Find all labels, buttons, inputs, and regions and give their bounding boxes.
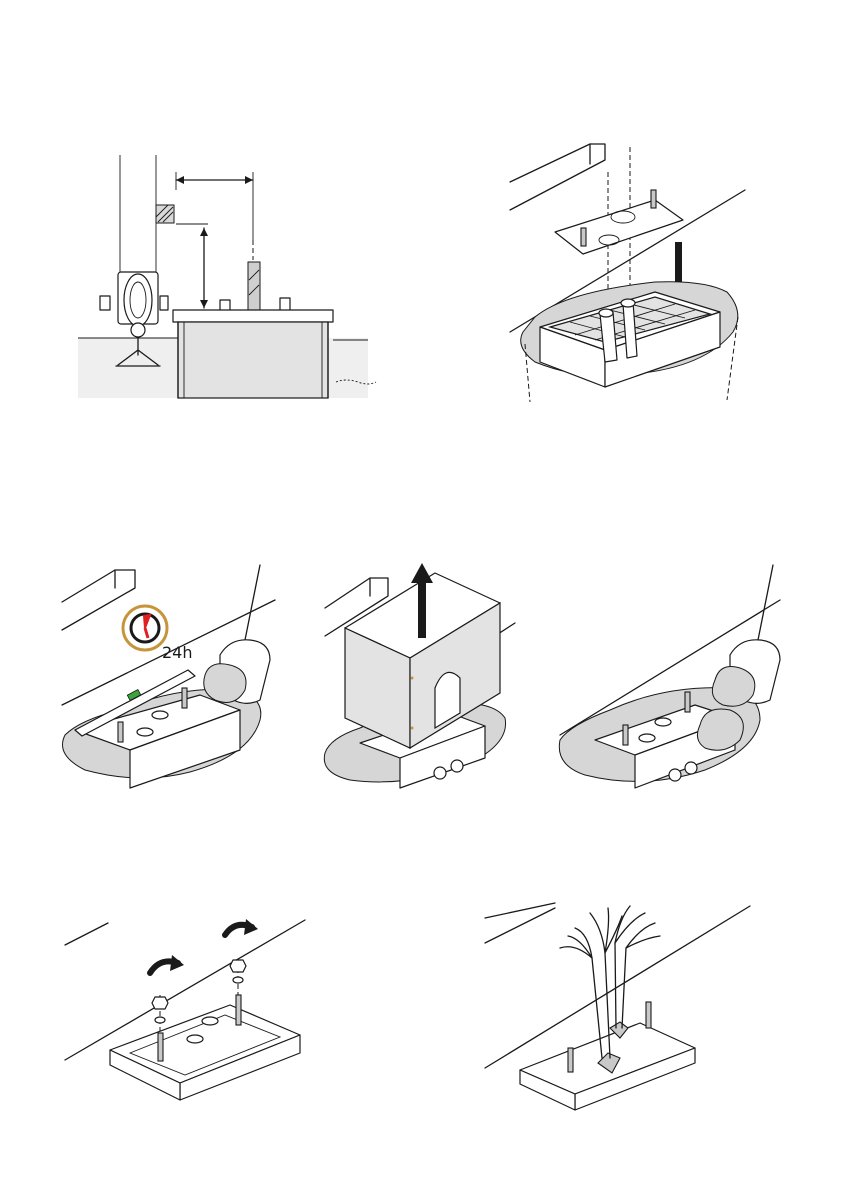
shovel-icon — [697, 565, 780, 750]
measurement-arrows-icon — [176, 172, 253, 308]
step-6-figure — [60, 915, 310, 1105]
rotate-arrow-icon — [225, 919, 258, 935]
foundation-box — [173, 310, 333, 398]
step-7-figure — [480, 898, 755, 1113]
shovel-icon — [204, 565, 270, 703]
rotate-arrow-icon — [150, 955, 184, 973]
step-1-figure — [78, 150, 368, 400]
anchor-plate — [555, 190, 683, 254]
step-3-figure: 24h — [60, 560, 280, 795]
step-5-figure — [555, 560, 785, 795]
timer-icon — [123, 606, 167, 650]
step-4-figure — [320, 548, 520, 793]
timer-label: 24h — [162, 643, 193, 662]
anchor-rod — [248, 262, 260, 312]
step-2-figure — [505, 132, 750, 402]
